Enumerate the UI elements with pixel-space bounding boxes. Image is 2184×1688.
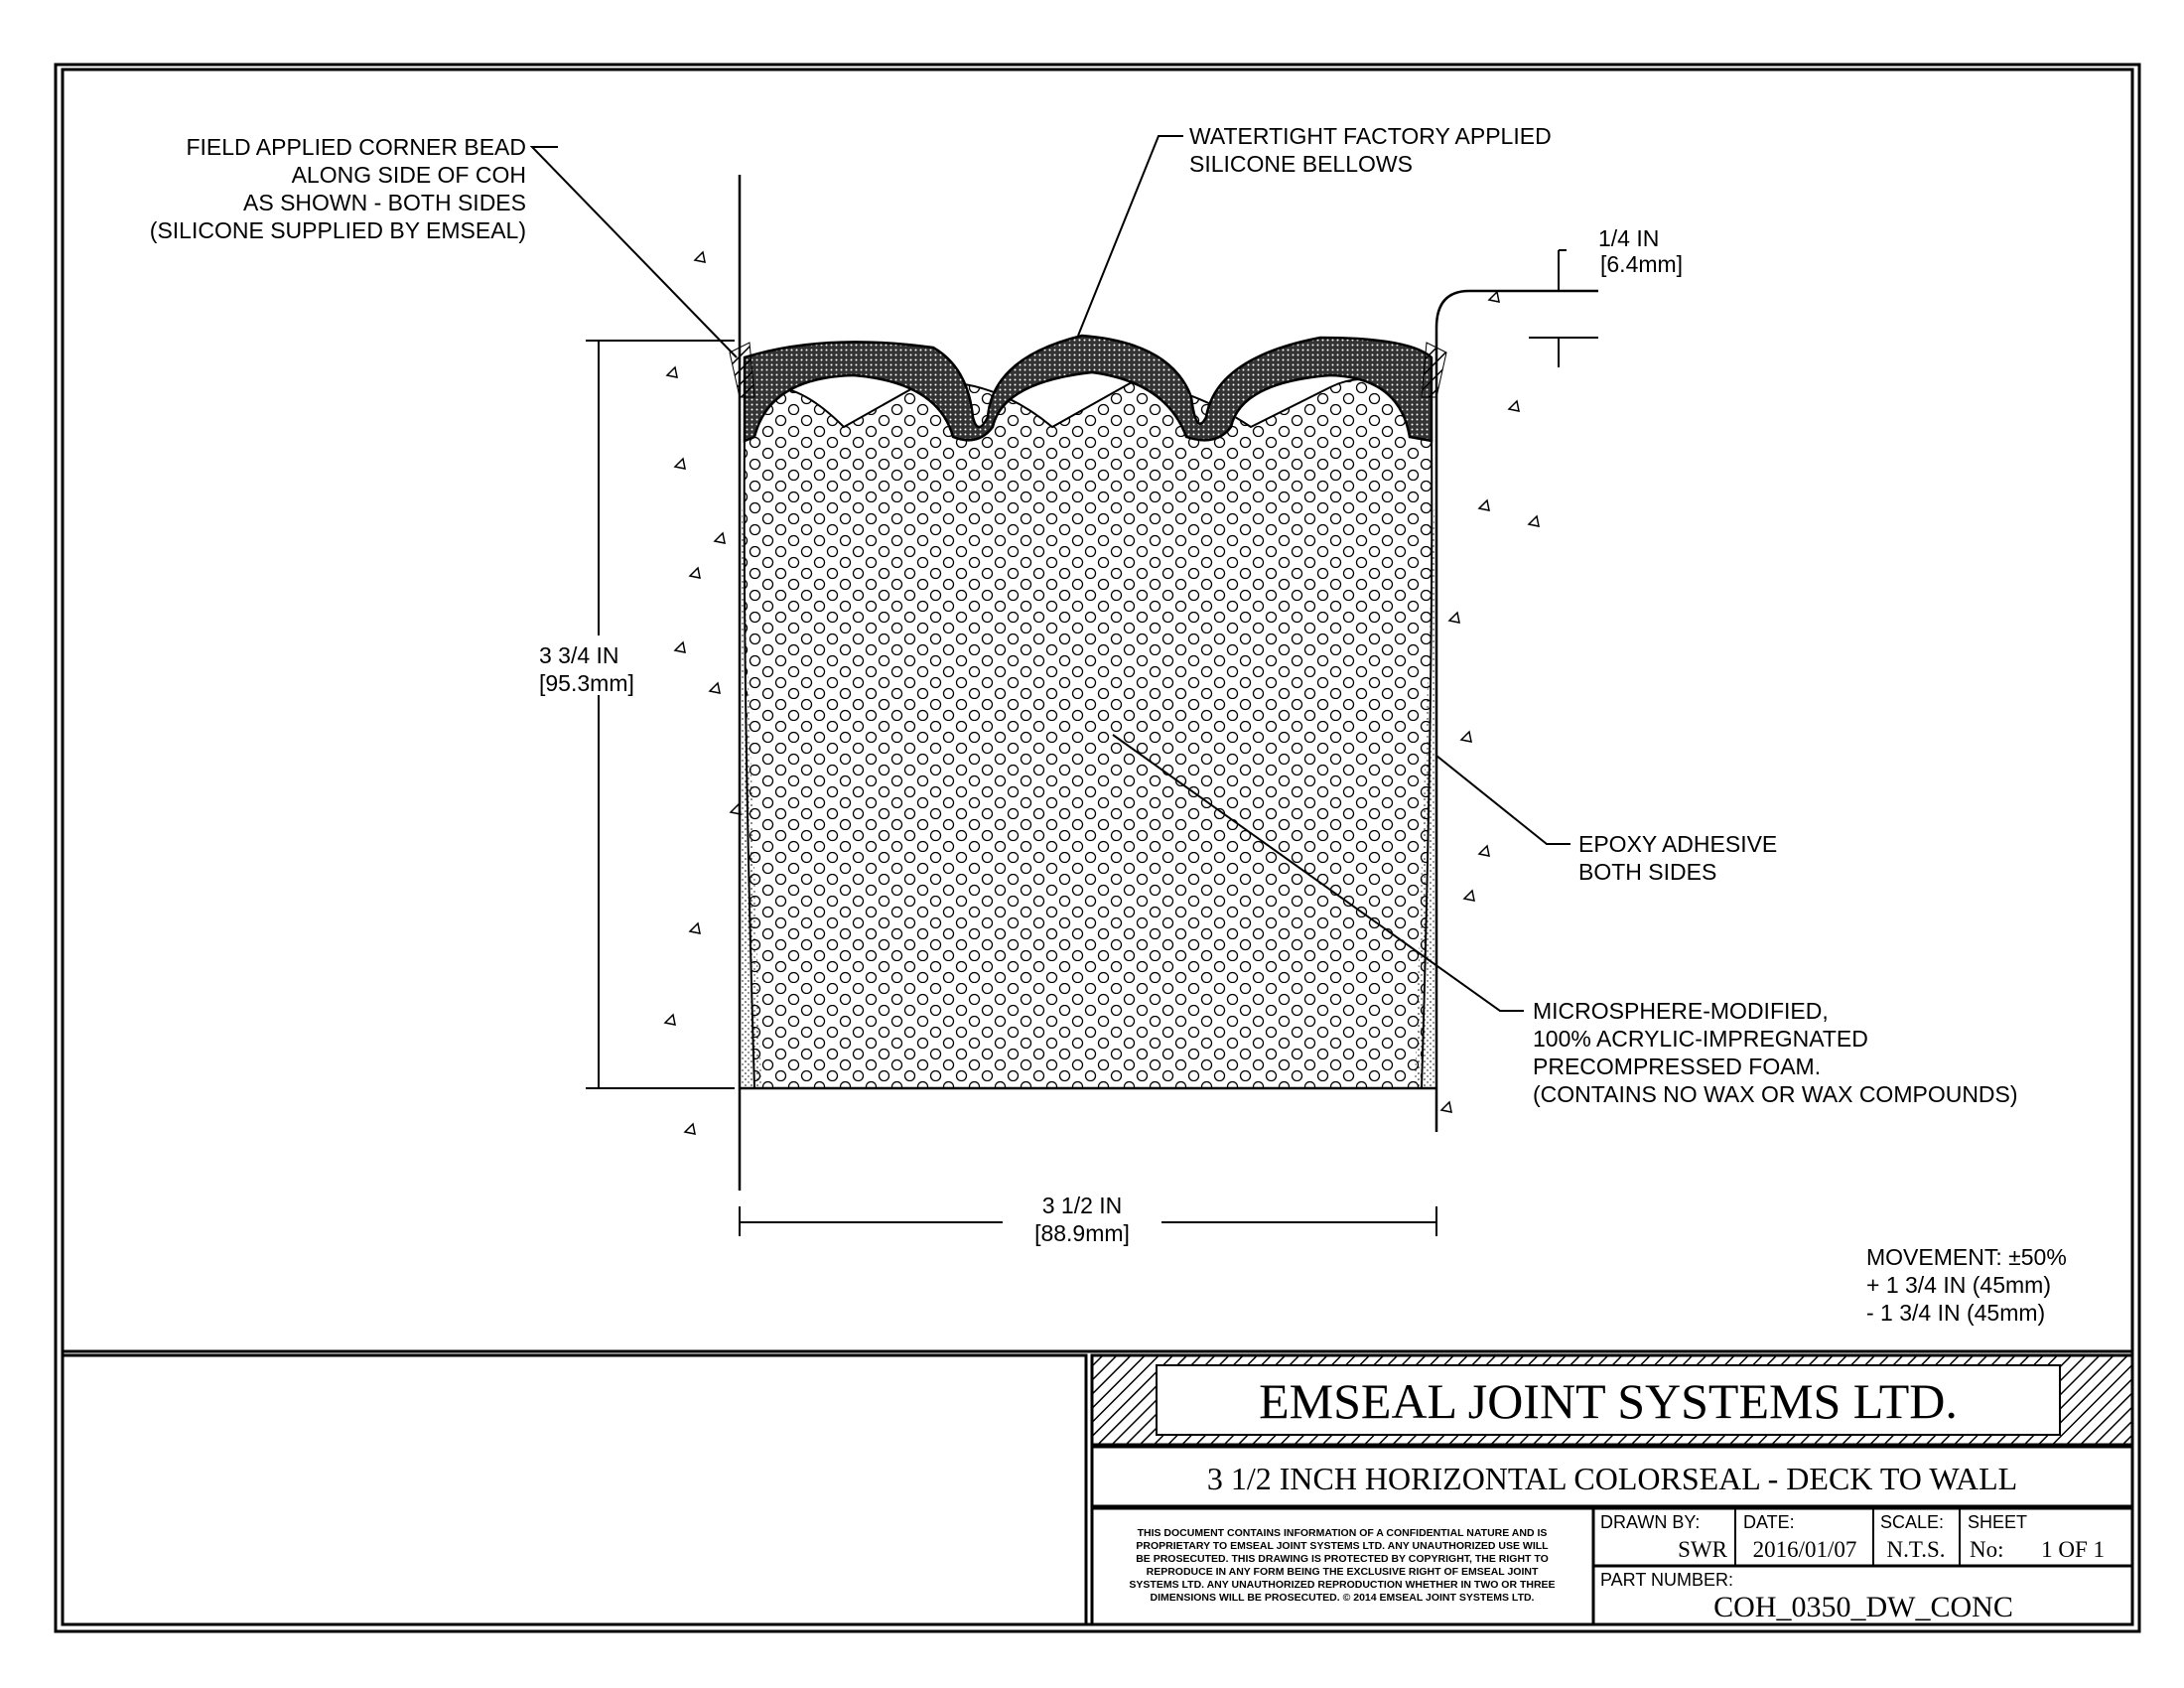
- depth-dimension-imperial: 3 3/4 IN: [539, 642, 619, 668]
- epoxy-label-line: EPOXY ADHESIVE: [1578, 831, 1777, 857]
- disclaimer-line: PROPRIETARY TO EMSEAL JOINT SYSTEMS LTD.…: [1136, 1540, 1549, 1552]
- foam-label-line: 100% ACRYLIC-IMPREGNATED: [1533, 1026, 1868, 1052]
- disclaimer-line: BE PROSECUTED. THIS DRAWING IS PROTECTED…: [1136, 1553, 1549, 1565]
- notes-box: [61, 1353, 1088, 1626]
- movement-label: MOVEMENT: ±50% + 1 3/4 IN (45mm) - 1 3/4…: [1866, 1244, 2067, 1326]
- foam-label-line: (CONTAINS NO WAX OR WAX COMPOUNDS): [1533, 1081, 2018, 1107]
- sheet-no-label: No:: [1970, 1537, 2004, 1562]
- date-value: 2016/01/07: [1753, 1537, 1857, 1562]
- corner-bead-right: [1421, 342, 1447, 398]
- movement-expansion: + 1 3/4 IN (45mm): [1866, 1272, 2051, 1298]
- foam-label-line: MICROSPHERE-MODIFIED,: [1533, 998, 1829, 1024]
- bellows-label-line: SILICONE BELLOWS: [1189, 151, 1413, 177]
- dimension-lines: [586, 249, 1598, 1236]
- outer-border: [54, 63, 2141, 1633]
- drawn-by-label: DRAWN BY:: [1600, 1512, 1700, 1532]
- precompressed-foam: [743, 378, 1433, 1089]
- width-dimension-imperial: 3 1/2 IN: [1042, 1193, 1123, 1218]
- corner-bead-left: [729, 342, 755, 398]
- corner-bead-label-line: AS SHOWN - BOTH SIDES: [243, 190, 526, 215]
- corner-bead-label-line: (SILICONE SUPPLIED BY EMSEAL): [150, 217, 526, 243]
- leader-lines: [529, 135, 1570, 1012]
- concrete-wall-left: [663, 175, 742, 1191]
- part-number-value: COH_0350_DW_CONC: [1713, 1591, 2013, 1623]
- title-row-box: [1090, 1445, 2134, 1508]
- recess-dimension-label: 1/4 IN [6.4mm]: [1598, 225, 1683, 277]
- depth-dimension-metric: [95.3mm]: [539, 670, 634, 696]
- part-number-label: PART NUMBER:: [1600, 1570, 1733, 1590]
- date-label: DATE:: [1743, 1512, 1795, 1532]
- title-block: EMSEAL JOINT SYSTEMS LTD. 3 1/2 INCH HOR…: [1090, 1353, 2134, 1626]
- width-dimension-label: 3 1/2 IN [88.9mm]: [1034, 1193, 1130, 1246]
- sheet-label: SHEET: [1968, 1512, 2027, 1532]
- corner-bead-label: FIELD APPLIED CORNER BEAD ALONG SIDE OF …: [150, 134, 526, 243]
- silicone-bellows: [743, 334, 1433, 443]
- disclaimer-line: SYSTEMS LTD. ANY UNAUTHORIZED REPRODUCTI…: [1129, 1579, 1555, 1591]
- bellows-label-line: WATERTIGHT FACTORY APPLIED: [1189, 123, 1552, 149]
- recess-dimension-metric: [6.4mm]: [1600, 251, 1683, 277]
- disclaimer-line: THIS DOCUMENT CONTAINS INFORMATION OF A …: [1138, 1527, 1548, 1539]
- corner-bead-label-line: FIELD APPLIED CORNER BEAD: [186, 134, 526, 160]
- drawn-by-value: SWR: [1678, 1537, 1728, 1562]
- concrete-wall-right: [1434, 289, 1598, 1132]
- corner-bead-label-line: ALONG SIDE OF COH: [292, 162, 526, 188]
- movement-contraction: - 1 3/4 IN (45mm): [1866, 1300, 2045, 1326]
- company-name: EMSEAL JOINT SYSTEMS LTD.: [1259, 1373, 1958, 1429]
- recess-dimension-imperial: 1/4 IN: [1598, 225, 1659, 251]
- drawing-title: 3 1/2 INCH HORIZONTAL COLORSEAL - DECK T…: [1207, 1461, 2017, 1496]
- company-name-box: [1156, 1364, 2061, 1436]
- width-dimension-metric: [88.9mm]: [1034, 1220, 1130, 1246]
- movement-rating: MOVEMENT: ±50%: [1866, 1244, 2067, 1270]
- disclaimer-line: DIMENSIONS WILL BE PROSECUTED. © 2014 EM…: [1151, 1592, 1535, 1604]
- foam-label-line: PRECOMPRESSED FOAM.: [1533, 1054, 1821, 1079]
- epoxy-label: EPOXY ADHESIVE BOTH SIDES: [1578, 831, 1777, 885]
- depth-dimension-label: 3 3/4 IN [95.3mm]: [539, 642, 634, 696]
- bellows-label: WATERTIGHT FACTORY APPLIED SILICONE BELL…: [1189, 123, 1552, 177]
- scale-value: N.T.S.: [1887, 1537, 1946, 1562]
- scale-label: SCALE:: [1880, 1512, 1944, 1532]
- foam-label: MICROSPHERE-MODIFIED, 100% ACRYLIC-IMPRE…: [1533, 998, 2018, 1107]
- disclaimer-line: REPRODUCE IN ANY FORM BEING THE EXCLUSIV…: [1147, 1566, 1539, 1578]
- epoxy-label-line: BOTH SIDES: [1578, 859, 1716, 885]
- sheet-value: 1 OF 1: [2041, 1537, 2105, 1562]
- disclaimer: THIS DOCUMENT CONTAINS INFORMATION OF A …: [1129, 1527, 1555, 1604]
